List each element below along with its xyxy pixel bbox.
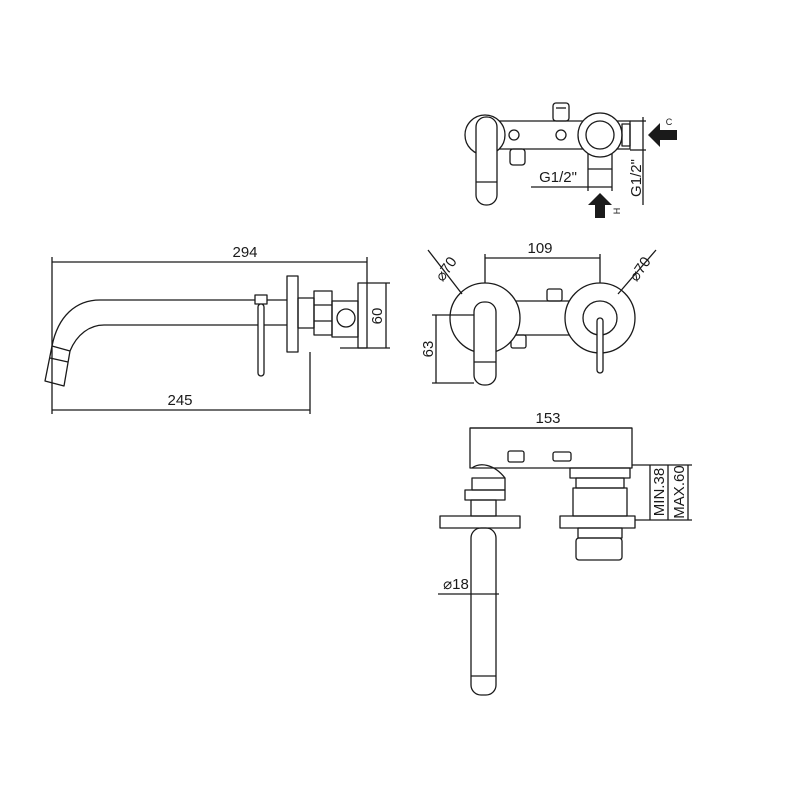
spout-outer-edge xyxy=(51,299,287,347)
mixer-cartridge xyxy=(575,537,623,561)
dim-label-g12-horizontal: G1/2" xyxy=(539,169,577,186)
dim-label-153: 153 xyxy=(535,410,560,427)
bottom-view: 153 ⌀18 MIN.38 MAX.60 xyxy=(438,410,692,696)
connecting-body-front xyxy=(514,300,571,336)
leader-line-right-flange xyxy=(617,249,657,295)
side-view: 294 245 60 xyxy=(44,244,390,414)
screw-right xyxy=(555,129,567,141)
mixer-fitting-body xyxy=(572,487,628,517)
spout-tip xyxy=(44,345,71,387)
cartridge-housing xyxy=(331,300,359,338)
lever-hub xyxy=(254,294,268,305)
cold-label: C xyxy=(666,117,673,127)
wall-flange xyxy=(286,275,299,353)
dim-label-294: 294 xyxy=(232,244,257,261)
mixer-collar xyxy=(577,527,623,539)
spout-front xyxy=(473,301,497,386)
spout-pipe-bottom xyxy=(470,527,497,696)
hot-inlet-arrow xyxy=(588,193,612,218)
cartridge-circle xyxy=(336,308,356,328)
mixer-flange-bottom xyxy=(559,515,636,529)
spout-top xyxy=(475,116,498,206)
dim-label-min-depth: MIN.38 xyxy=(651,468,668,516)
spout-flange-bottom xyxy=(439,515,521,529)
body-nut-small xyxy=(297,297,315,329)
cold-inlet-stub xyxy=(621,123,631,147)
dim-label-max-depth: MAX.60 xyxy=(671,465,688,518)
body-nut-top-front xyxy=(546,288,563,302)
leader-line-left-flange xyxy=(427,249,463,295)
dim-label-left-flange: ⌀70 xyxy=(432,254,461,285)
lever-handle xyxy=(257,303,265,377)
dim-label-60: 60 xyxy=(369,308,386,325)
mixer-inner-top xyxy=(585,120,615,150)
top-lug xyxy=(552,102,570,122)
dim-label-18: ⌀18 xyxy=(443,576,469,593)
lever-front xyxy=(596,317,604,374)
spout-inner-edge xyxy=(69,324,287,352)
dim-label-g12-vertical: G1/2" xyxy=(628,159,645,197)
mixer-fitting-ring xyxy=(575,477,625,489)
body-nut-large xyxy=(313,290,333,336)
body-lug-right xyxy=(552,451,572,462)
spout-nut xyxy=(464,489,506,501)
dim-label-63: 63 xyxy=(420,341,437,358)
concealed-box xyxy=(357,282,368,349)
valve-body-bottom xyxy=(469,427,633,469)
spout-fitting xyxy=(471,477,506,491)
spout-tip-band xyxy=(49,357,69,363)
spout-stem xyxy=(470,499,497,517)
cold-inlet-arrow xyxy=(648,123,677,147)
body-lug-left xyxy=(507,450,525,463)
dim-label-245: 245 xyxy=(167,392,192,409)
mixer-fitting-top xyxy=(569,467,631,479)
top-view: C H G1/2" G1/2" xyxy=(464,102,677,218)
mixer-flange-top xyxy=(577,112,623,158)
spout-elbow xyxy=(471,464,506,479)
bottom-lug xyxy=(509,148,526,166)
screw-left xyxy=(508,129,520,141)
front-view: 109 ⌀70 ⌀70 63 xyxy=(420,240,657,386)
dim-label-109: 109 xyxy=(527,240,552,257)
hot-label: H xyxy=(612,208,622,215)
